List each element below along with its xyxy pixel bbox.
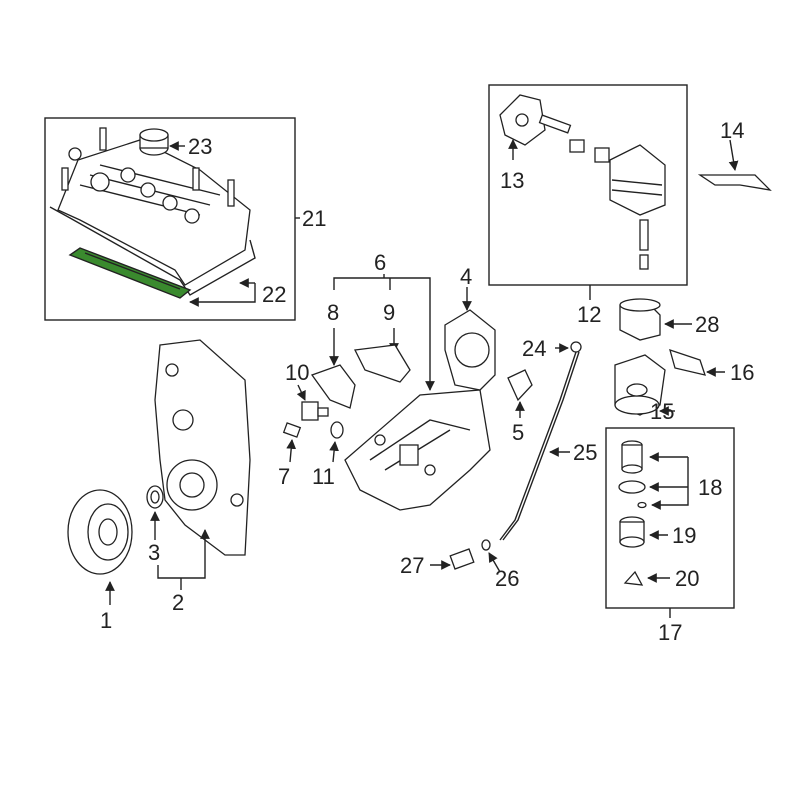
label-5: 5 xyxy=(512,420,524,445)
label-22: 22 xyxy=(262,282,286,307)
label-25: 25 xyxy=(573,440,597,465)
label-12: 12 xyxy=(577,302,601,327)
dipstick-handle xyxy=(570,341,582,353)
oil-level-sensor xyxy=(301,401,329,421)
spark-plug-tube-seal-highlight xyxy=(68,247,192,299)
rear-seal-retainer xyxy=(444,309,496,391)
oring-small xyxy=(637,501,647,509)
valve-cover-group-box xyxy=(44,117,296,321)
washer-11 xyxy=(330,421,344,439)
crank-seal xyxy=(146,485,164,509)
label-2: 2 xyxy=(172,590,184,615)
label-6: 6 xyxy=(374,250,386,275)
oil-filter-element xyxy=(621,440,643,474)
label-28: 28 xyxy=(695,312,719,337)
label-10: 10 xyxy=(285,360,309,385)
oil-pump-plate xyxy=(499,94,546,146)
oring-26 xyxy=(481,539,491,551)
label-18: 18 xyxy=(698,475,722,500)
baffle-8 xyxy=(310,364,356,409)
oil-pump-body xyxy=(609,144,666,270)
drain-plug-20 xyxy=(623,570,644,586)
label-3: 3 xyxy=(148,540,160,565)
label-7: 7 xyxy=(278,464,290,489)
label-14: 14 xyxy=(720,118,744,143)
oil-filter-cap xyxy=(619,516,645,548)
label-4: 4 xyxy=(460,264,472,289)
label-20: 20 xyxy=(675,566,699,591)
oil-pan xyxy=(344,389,491,511)
oil-pump-group-box xyxy=(488,84,688,286)
sensor-7 xyxy=(282,422,302,438)
oil-cooler xyxy=(619,298,661,341)
timing-chain-cover xyxy=(154,339,251,556)
label-27: 27 xyxy=(400,553,424,578)
label-8: 8 xyxy=(327,300,339,325)
label-11: 11 xyxy=(312,464,335,489)
label-21: 21 xyxy=(302,206,326,231)
pump-shaft-parts xyxy=(538,114,610,163)
gasket-16 xyxy=(669,348,706,376)
label-19: 19 xyxy=(672,523,696,548)
label-15: 15 xyxy=(650,399,674,424)
baffle-9 xyxy=(354,344,411,383)
oil-filter-adapter xyxy=(614,354,666,416)
label-24: 24 xyxy=(522,336,546,361)
label-1: 1 xyxy=(100,608,112,633)
label-17: 17 xyxy=(658,620,682,645)
oil-filler-cap xyxy=(139,128,169,156)
dipstick-tube xyxy=(499,351,577,541)
cover-bolts xyxy=(61,127,235,207)
fitting-27 xyxy=(449,548,475,570)
label-23: 23 xyxy=(188,134,212,159)
label-16: 16 xyxy=(730,360,754,385)
bracket-14 xyxy=(697,174,772,191)
label-9: 9 xyxy=(383,300,395,325)
valve-cover xyxy=(57,139,251,286)
label-26: 26 xyxy=(495,566,519,591)
oring-large xyxy=(618,480,646,494)
crankshaft-pulley xyxy=(67,489,133,575)
label-13: 13 xyxy=(500,168,524,193)
seal-5 xyxy=(507,369,533,402)
